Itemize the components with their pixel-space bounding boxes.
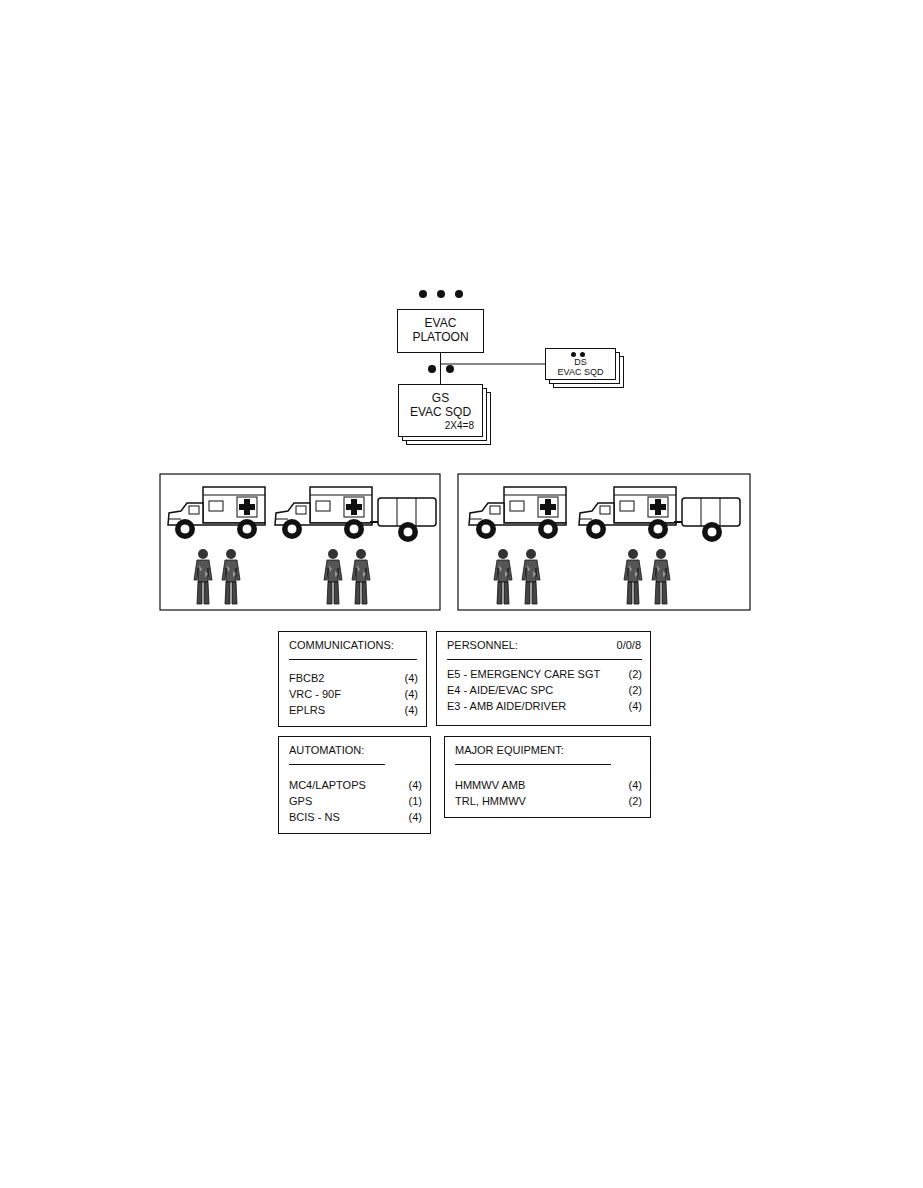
org-connector (441, 353, 546, 364)
item-count: (4) (405, 704, 418, 717)
item-name: BCIS - NS (289, 811, 340, 824)
unit-label: DS (574, 357, 587, 367)
item-count: (4) (629, 700, 642, 713)
unit-label: EVAC SQD (410, 406, 471, 420)
unit-box: GSEVAC SQD2X4=8 (398, 384, 483, 437)
info-box: MAJOR EQUIPMENT: HMMWV AMB (4) TRL, HMMWV (2… (444, 736, 651, 818)
box-heading: MAJOR EQUIPMENT: (455, 744, 564, 757)
personnel-total: 0/0/8 (617, 639, 641, 652)
unit-box: DSEVAC SQD (545, 348, 616, 380)
item-name: GPS (289, 795, 312, 808)
item-count: (2) (629, 668, 642, 681)
unit-label: GS (432, 392, 449, 406)
item-count: (4) (409, 779, 422, 792)
echelon-dot (446, 365, 454, 373)
info-box: PERSONNEL: 0/0/8 E5 - EMERGENCY CARE SGT (2… (436, 631, 651, 726)
item-count: (4) (409, 811, 422, 824)
item-name: VRC - 90F (289, 688, 341, 701)
item-count: (2) (629, 795, 642, 808)
item-name: TRL, HMMWV (455, 795, 526, 808)
item-count: (4) (405, 672, 418, 685)
box-heading: COMMUNICATIONS: (289, 639, 394, 652)
heading-rule (289, 659, 417, 660)
echelon-dot (571, 352, 576, 357)
item-name: E5 - EMERGENCY CARE SGT (447, 668, 600, 681)
item-name: E3 - AMB AIDE/DRIVER (447, 700, 566, 713)
item-name: MC4/LAPTOPS (289, 779, 366, 792)
item-name: EPLRS (289, 704, 325, 717)
heading-rule (447, 659, 642, 660)
echelon-dot (419, 290, 427, 298)
item-name: E4 - AIDE/EVAC SPC (447, 684, 553, 697)
info-box: COMMUNICATIONS: FBCB2 (4) VRC - 90F (4) EPLRS… (278, 631, 427, 727)
unit-count: 2X4=8 (445, 420, 474, 432)
item-name: HMMWV AMB (455, 779, 525, 792)
item-name: FBCB2 (289, 672, 324, 685)
unit-label: EVAC PLATOON (406, 317, 476, 345)
item-count: (2) (629, 684, 642, 697)
echelon-dot (580, 352, 585, 357)
item-count: (4) (405, 688, 418, 701)
heading-rule (289, 764, 385, 765)
box-heading: PERSONNEL: (447, 639, 518, 652)
box-heading: AUTOMATION: (289, 744, 364, 757)
info-box: AUTOMATION: MC4/LAPTOPS (4) GPS (1) BCIS - NS… (278, 736, 431, 834)
unit-box: EVAC PLATOON (397, 309, 484, 353)
unit-label: EVAC SQD (558, 367, 604, 377)
echelon-dot (437, 290, 445, 298)
echelon-dot (428, 365, 436, 373)
heading-rule (455, 764, 611, 765)
item-count: (4) (629, 779, 642, 792)
echelon-dot (455, 290, 463, 298)
item-count: (1) (409, 795, 422, 808)
